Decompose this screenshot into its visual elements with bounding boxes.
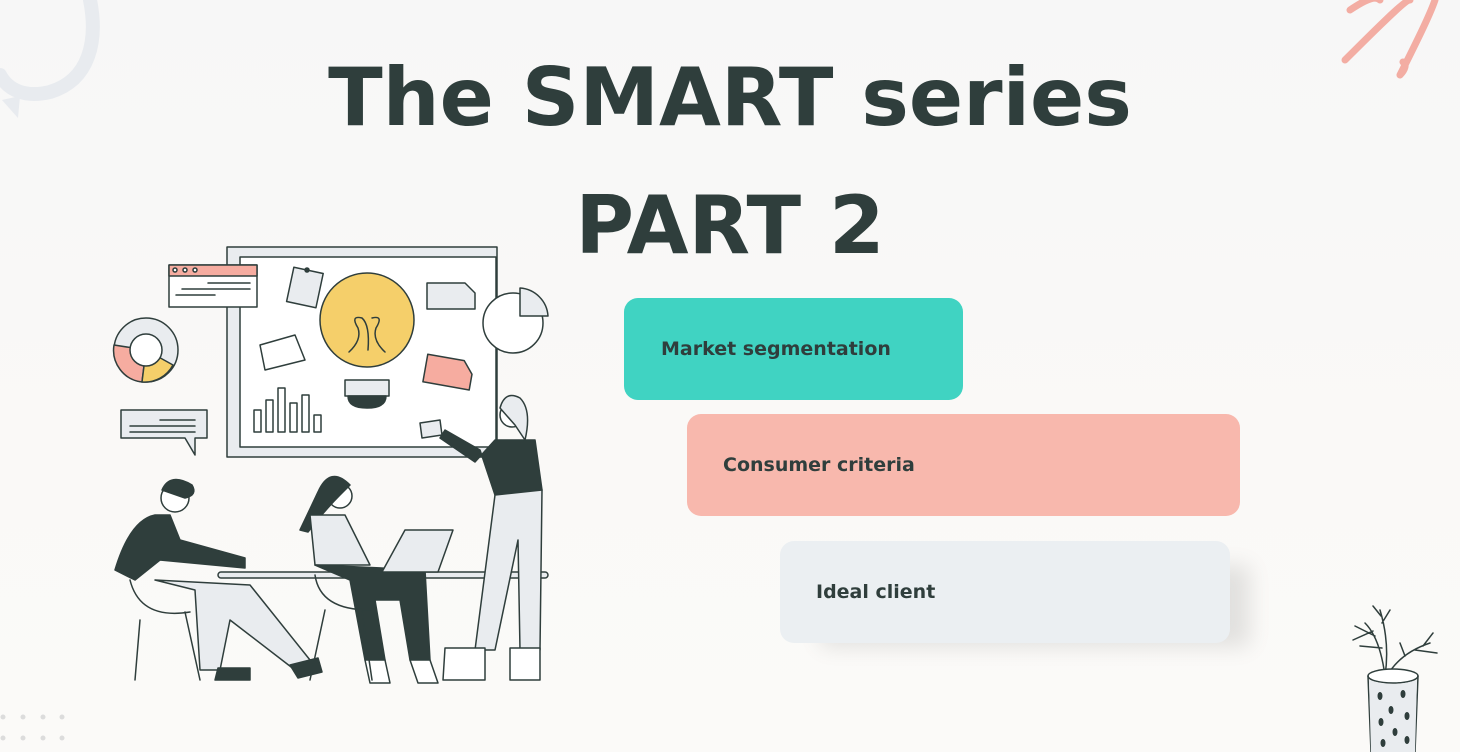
loop-arrow-icon <box>0 0 100 118</box>
plant-vase-icon <box>1352 605 1438 752</box>
dot-grid-icon <box>0 714 65 741</box>
item-label: Consumer criteria <box>723 454 915 476</box>
item-consumer-criteria: Consumer criteria <box>687 414 1240 516</box>
team-meeting-illustration <box>112 246 549 684</box>
item-label: Market segmentation <box>661 338 891 360</box>
item-market-segmentation: Market segmentation <box>624 298 963 400</box>
item-ideal-client: Ideal client <box>780 541 1230 643</box>
slide-title-line-2: PART 2 <box>575 179 885 272</box>
item-label: Ideal client <box>816 581 936 603</box>
pink-scribble-icon <box>1341 0 1439 79</box>
slide-title-line-1: The SMART series <box>328 51 1132 144</box>
